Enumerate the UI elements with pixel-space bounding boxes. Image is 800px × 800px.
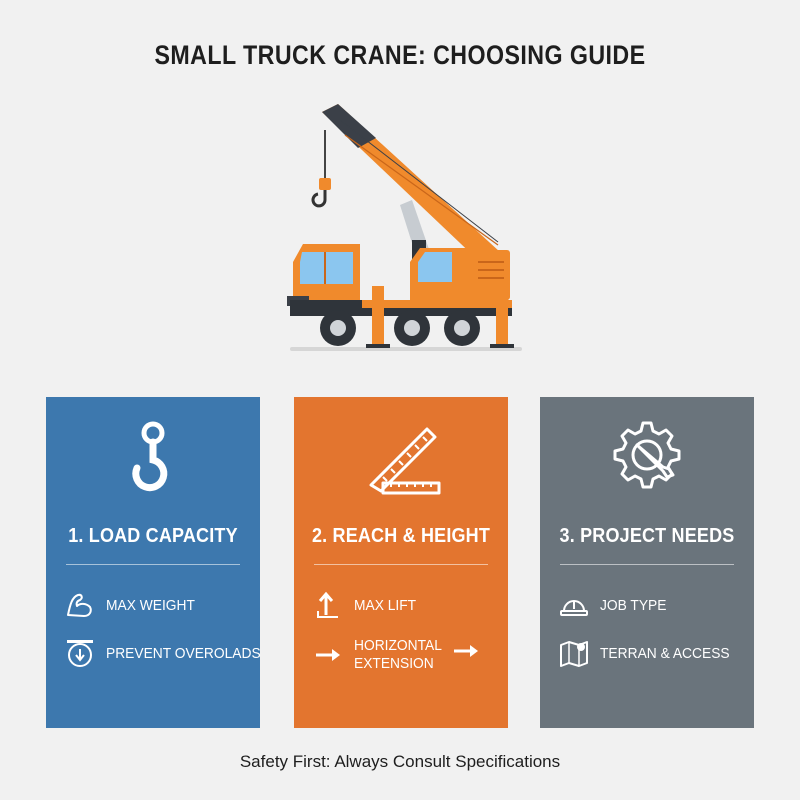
gear-wrench-icon: [613, 421, 681, 489]
project-needs-card: 3. PROJECT NEEDS JOB TYPE TERRAN & ACCES…: [540, 397, 754, 728]
reach-height-card: 2. REACH & HEIGHT MAX LIFT HORIZONTAL EX…: [294, 397, 508, 728]
list-item: JOB TYPE: [540, 585, 754, 625]
list-item: HORIZONTAL EXTENSION: [294, 635, 508, 675]
row-label: JOB TYPE: [600, 597, 667, 614]
flexed-arm-icon: [67, 593, 92, 617]
row-label-line: HORIZONTAL: [354, 637, 442, 654]
list-item: PREVENT OVEROLADS: [46, 633, 261, 673]
row-label-line: EXTENSION: [354, 655, 434, 672]
hard-hat-icon: [560, 600, 588, 616]
row-label: MAX WEIGHT: [106, 597, 195, 614]
truck-crane-illustration: [287, 104, 522, 351]
list-item: MAX LIFT: [294, 585, 508, 625]
divider: [314, 564, 488, 565]
card-title: 2. REACH & HEIGHT: [311, 525, 491, 547]
scale-gauge-icon: [67, 640, 93, 667]
divider: [560, 564, 734, 565]
page-title: SMALL TRUCK CRANE: CHOOSING GUIDE: [154, 40, 646, 70]
arrow-right-icon: [454, 645, 478, 657]
row-label: MAX LIFT: [354, 597, 417, 614]
load-capacity-card: 1. LOAD CAPACITY MAX WEIGHT PREVENT OVER…: [46, 397, 261, 728]
arrow-right-icon: [316, 649, 340, 661]
row-label: HORIZONTAL EXTENSION: [354, 637, 442, 673]
row-label: PREVENT OVEROLADS: [106, 645, 261, 662]
arrow-up-icon: [317, 591, 338, 618]
card-title: 1. LOAD CAPACITY: [68, 525, 238, 547]
list-item: TERRAN & ACCESS: [540, 633, 754, 673]
crane-hook-icon: [132, 421, 168, 492]
divider: [66, 564, 240, 565]
card-title: 3. PROJECT NEEDS: [559, 525, 735, 547]
row-label: TERRAN & ACCESS: [600, 645, 730, 662]
map-icon: [560, 641, 588, 667]
ruler-triangle-icon: [369, 427, 441, 495]
list-item: MAX WEIGHT: [46, 585, 260, 625]
footer-note: Safety First: Always Consult Specificati…: [239, 752, 561, 771]
